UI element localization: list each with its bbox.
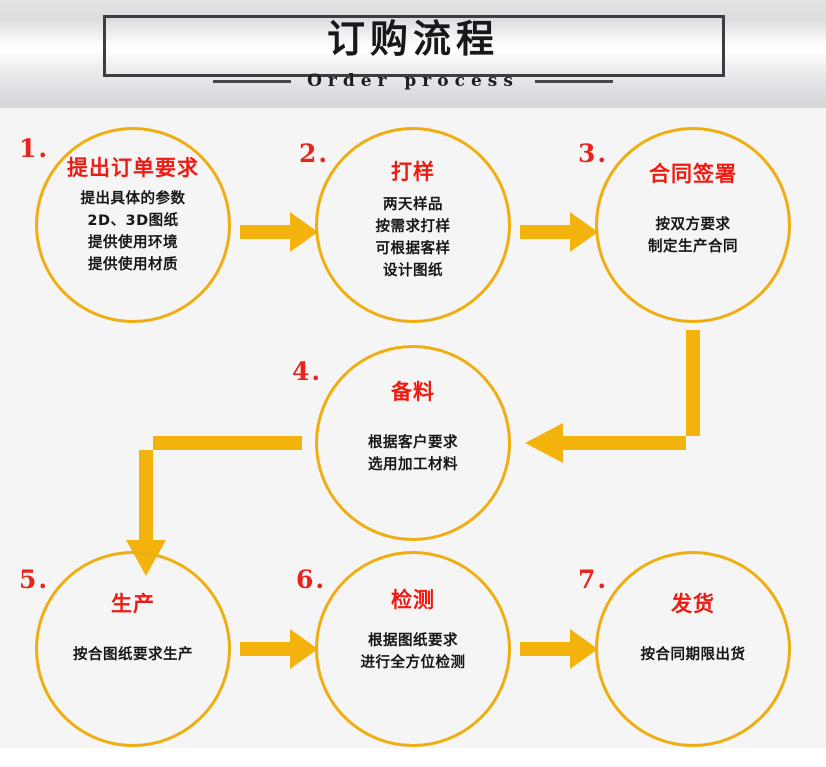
step-body-line: 可根据客样 [375,241,451,257]
step-body-1: 提出具体的参数 2D、3D图纸 提供使用环境 提供使用材质 [81,188,186,276]
header-band: 订购流程 Order process [0,0,826,108]
subtitle-rule-right [534,79,613,83]
subtitle-rule-left [213,79,292,83]
step-number-5: 5. [19,565,50,594]
step-body-6: 根据图纸要求 进行全方位检测 [361,630,466,674]
step-body-line: 2D、3D图纸 [87,213,179,229]
step-body-4: 根据客户要求 选用加工材料 [368,432,458,476]
step-node-7[interactable]: 发货 按合同期限出货 [595,551,791,747]
step-body-line: 根据图纸要求 [368,633,458,649]
step-node-2[interactable]: 打样 两天样品 按需求打样 可根据客样 设计图纸 [315,127,511,323]
step-body-5: 按合图纸要求生产 [73,644,193,666]
step-body-2: 两天样品 按需求打样 可根据客样 设计图纸 [376,194,451,282]
step-title-7: 发货 [671,592,715,616]
step-number-6: 6. [296,565,327,594]
step-body-line: 按需求打样 [375,219,451,235]
step-node-3[interactable]: 合同签署 按双方要求 制定生产合同 [595,127,791,323]
step-title-6: 检测 [391,588,435,612]
step-body-line: 按合图纸要求生产 [73,647,193,663]
step-number-4: 4. [292,357,323,386]
step-body-line: 制定生产合同 [648,239,738,255]
step-node-5[interactable]: 生产 按合图纸要求生产 [35,551,231,747]
subtitle-row: Order process [0,66,826,96]
step-number-7: 7. [578,565,609,594]
header-frame [103,15,725,77]
step-number-1: 1. [19,134,50,163]
step-node-4[interactable]: 备料 根据客户要求 选用加工材料 [315,345,511,541]
page-subtitle: Order process [307,71,519,91]
step-number-3: 3. [578,139,609,168]
step-body-line: 按合同期限出货 [640,647,746,663]
step-body-line: 两天样品 [383,197,443,213]
step-body-line: 设计图纸 [383,263,443,279]
step-body-line: 按双方要求 [655,217,731,233]
step-title-1: 提出订单要求 [67,156,199,180]
step-body-line: 提供使用环境 [88,235,178,251]
step-node-1[interactable]: 提出订单要求 提出具体的参数 2D、3D图纸 提供使用环境 提供使用材质 [35,127,231,323]
step-body-line: 选用加工材料 [368,457,458,473]
step-body-line: 提供使用材质 [88,257,178,273]
step-title-5: 生产 [111,592,155,616]
step-number-2: 2. [299,139,330,168]
step-title-3: 合同签署 [649,162,737,186]
step-node-6[interactable]: 检测 根据图纸要求 进行全方位检测 [315,551,511,747]
step-body-line: 根据客户要求 [368,435,458,451]
step-body-3: 按双方要求 制定生产合同 [648,214,738,258]
step-body-line: 提出具体的参数 [80,191,186,207]
step-title-4: 备料 [391,380,435,404]
step-body-line: 进行全方位检测 [360,655,466,671]
step-body-7: 按合同期限出货 [641,644,746,666]
step-title-2: 打样 [391,160,435,184]
page-title: 订购流程 [326,17,499,61]
